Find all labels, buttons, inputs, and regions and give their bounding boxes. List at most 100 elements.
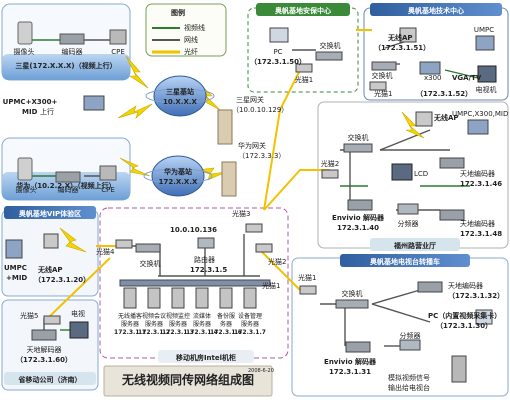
switch-icon xyxy=(335,299,369,309)
sat-decoder-label: 天地解码器 xyxy=(27,345,62,354)
splitter-icon xyxy=(399,339,421,351)
switch-label: 交换机 xyxy=(320,41,341,50)
server-role-label: 务器 xyxy=(220,320,232,328)
samsung-gateway-ip: （10.0.10.129） xyxy=(232,106,288,114)
zone-title-security: 奥帆基地安保中心 xyxy=(275,6,331,15)
server-labels: 无线播客服务器172.3.1.1视频会议服务器172.3.1.2视频监控服务器1… xyxy=(114,312,266,336)
sat-encoder-icon xyxy=(439,209,465,221)
router-label: 路由器 xyxy=(194,255,215,264)
lightning-icon xyxy=(119,157,151,177)
huawei-station xyxy=(143,155,213,197)
umpc-label: UMPC xyxy=(474,26,494,34)
sat-decoder-ip: （172.3.1.60） xyxy=(16,356,72,364)
tech-tv-ip: （172.3.1.52） xyxy=(416,90,472,98)
tv-fiber-label: 光猫1 xyxy=(298,273,316,282)
server-icon xyxy=(195,287,209,309)
cpe-label: CPE xyxy=(111,48,125,56)
uplink-label: 上行 xyxy=(40,107,54,116)
tv-envivio-ip: 172.3.1.31 xyxy=(329,368,371,376)
camera-label: 摄像头 xyxy=(14,47,35,56)
huawei-uplink-band xyxy=(2,172,130,200)
diagram-title: 无线视频同传网络组成图 xyxy=(121,372,254,387)
legend-box xyxy=(145,3,227,57)
sat-encoder-icon xyxy=(439,157,465,169)
fiber-modem-icon xyxy=(299,285,317,295)
splitter-icon xyxy=(397,203,419,215)
server-ip-label: 172.3.1.2 xyxy=(138,329,170,336)
server-ip-label: 172.3.1.7 xyxy=(234,329,266,336)
mobile-fiber1-label: 光猫1 xyxy=(262,281,280,290)
server-ip-label: 172.3.1.3 xyxy=(162,329,194,336)
analog-out-label: 模拟视频信号 xyxy=(388,373,430,382)
cpe-icon xyxy=(109,29,127,45)
prov-fiber-label: 光猫5 xyxy=(20,311,38,320)
security-zone-header xyxy=(256,3,350,16)
server-ip-label: 172.3.1.6 xyxy=(210,329,242,336)
server-ip-label: 172.3.1.1 xyxy=(114,329,146,336)
fiber-modem-icon xyxy=(43,315,61,325)
fiber-modem-icon xyxy=(321,169,339,179)
switch-icon xyxy=(343,143,373,153)
title-banner xyxy=(103,365,273,397)
fuzhou-zone-header xyxy=(370,238,460,251)
fuzhou-fiber-label: 光猫2 xyxy=(321,159,339,168)
wireless-ap-icon xyxy=(415,111,433,127)
fiber-label: 光猫1 xyxy=(295,75,313,84)
pc-icon xyxy=(475,309,493,325)
switch-icon xyxy=(315,51,343,61)
sat-decoder-icon xyxy=(31,329,57,341)
tv-icon xyxy=(69,321,89,339)
provincial-zone-header xyxy=(4,372,96,385)
decoder-icon xyxy=(345,341,371,353)
sat-encoder-46-ip: 172.3.1.46 xyxy=(460,180,502,188)
server-icon xyxy=(243,287,257,309)
prov-tv-label: 电视 xyxy=(71,309,85,318)
router-ip-top: 10.0.10.136 xyxy=(170,226,217,234)
umpc-x300-label: UPMC+X300+ xyxy=(3,98,58,106)
lightning-icon xyxy=(117,103,153,119)
tech-ap-label: 无线AP xyxy=(387,33,413,42)
huawei-gateway-label: 华为网关 xyxy=(238,141,266,150)
sat-encoder-32-ip: （172.3.1.32） xyxy=(448,292,504,300)
vip-ap-label: 无线AP xyxy=(37,265,63,274)
encoder-icon xyxy=(55,171,81,183)
server-rail xyxy=(119,279,271,287)
server-ip-label: 172.3.1.4 xyxy=(186,329,218,336)
tv-splitter-label: 分频器 xyxy=(400,331,421,340)
legend-heading: 图例 xyxy=(171,8,185,17)
sat-encoder-icon xyxy=(417,281,443,293)
encoder-label: 编码器 xyxy=(62,47,83,56)
wireless-ap-icon xyxy=(43,233,59,249)
analog-out-label-2: 输出给电视台 xyxy=(388,383,430,392)
legend-network-label: 网线 xyxy=(184,35,198,44)
x300-label: x300 xyxy=(424,74,442,82)
router-ip: 172.3.1.5 xyxy=(190,266,227,274)
tv-envivio-label: Envivio 解码器 xyxy=(324,357,377,366)
server-name-label: 无线播客 xyxy=(118,312,142,320)
fuzhou-switch-label: 交换机 xyxy=(348,133,369,142)
switch-icon xyxy=(135,243,161,253)
samsung-station-label: 三星基站 xyxy=(166,87,194,96)
encoder-label: 编码器 xyxy=(58,185,79,194)
tv-machine-label: 电视机 xyxy=(476,85,497,94)
server-role-label: 服务器 xyxy=(193,320,211,328)
samsung-uplink-label: 三星(172.X.X.X)（视频上行） xyxy=(15,61,116,70)
pc-tv-ip: （172.3.1.30） xyxy=(436,322,492,330)
lightning-icon xyxy=(59,227,87,253)
server-icons xyxy=(123,287,257,309)
vip-zone-header xyxy=(4,206,96,219)
mobile-switch-label: 交换机 xyxy=(140,259,161,268)
server-name-label: 备份服 xyxy=(217,312,235,320)
decoder-icon xyxy=(347,199,373,211)
switch-icon xyxy=(371,61,397,71)
server-role-label: 服务器 xyxy=(145,320,163,328)
envivio-ip: 172.3.1.40 xyxy=(337,224,379,232)
server-icon xyxy=(123,287,137,309)
vip-ap-ip: （172.3.1.20） xyxy=(34,276,90,284)
vip-umpc-label: UMPC xyxy=(4,264,27,272)
server-role-label: 服务器 xyxy=(169,320,187,328)
tech-zone-header xyxy=(370,3,502,16)
pc-label: PC xyxy=(273,48,282,56)
fiber-modem-icon xyxy=(115,239,133,249)
mobile-room-header xyxy=(158,350,254,363)
